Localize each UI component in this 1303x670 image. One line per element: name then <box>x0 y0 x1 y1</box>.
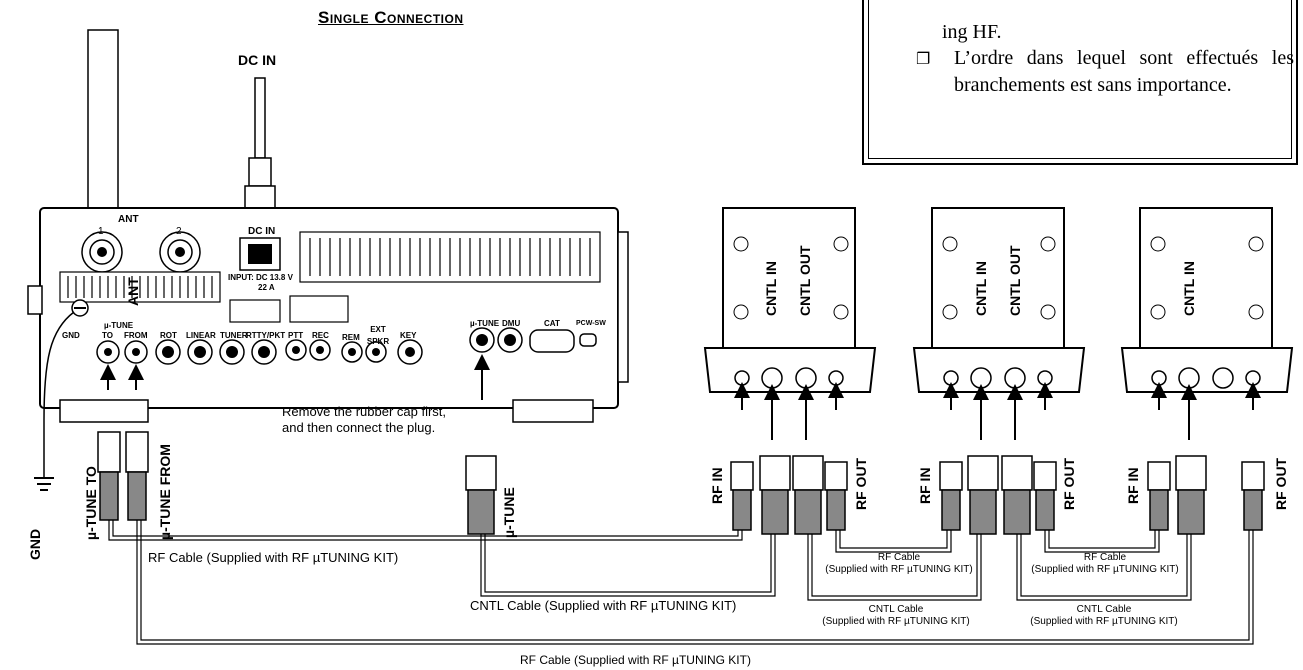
panel-mutune2-label: µ-TUNE <box>470 319 500 328</box>
panel-rec-label: REC <box>312 331 329 340</box>
panel-ant2-label: 2 <box>176 226 182 237</box>
panel-tuner-label: TUNER <box>220 331 248 340</box>
panel-rtty-label: RTTY/PKT <box>246 331 286 340</box>
panel-from-label: FROM <box>124 331 148 340</box>
mu-tune-to-label: µ-TUNE TO <box>83 466 99 540</box>
rubber-cap-note-2: and then connect the plug. <box>282 420 436 435</box>
panel-ptt-label: PTT <box>288 331 304 340</box>
panel-ant1-label: 1 <box>98 226 104 237</box>
ant-label: ANT <box>125 277 141 306</box>
cntl-out-label-1: CNTL OUT <box>797 245 813 316</box>
panel-pcw-label: PCW-SW <box>576 320 606 327</box>
panel-to-label: TO <box>102 331 113 340</box>
mu-tune-from-label: µ-TUNE FROM <box>157 444 173 540</box>
cntl-in-label-2: CNTL IN <box>973 261 989 316</box>
rf-in-label-2: RF IN <box>917 467 933 504</box>
note-bullet-item: ❐ L’ordre dans lequel sont effectués les… <box>916 45 1294 99</box>
note-box-inner <box>868 0 1292 159</box>
rf-cable-caption-a: RF Cable(Supplied with RF µTUNING KIT) <box>825 552 973 575</box>
panel-linear-label: LINEAR <box>186 331 216 340</box>
rf-cable-caption-1: RF Cable (Supplied with RF µTUNING KIT) <box>148 550 399 565</box>
note-bullet-text: L’ordre dans lequel sont effectués les b… <box>954 47 1294 96</box>
rf-in-label-3: RF IN <box>1125 467 1141 504</box>
panel-gnd-label: GND <box>62 331 80 340</box>
rubber-cap-note-1: Remove the rubber cap first, <box>282 404 447 419</box>
rf-cable-caption-bottom: RF Cable (Supplied with RF µTUNING KIT) <box>520 653 751 667</box>
rotated-labels: ANT GND µ-TUNE TO µ-TUNE FROM µ-TUNE RF … <box>27 245 1289 560</box>
rf-out-label-2: RF OUT <box>1061 457 1077 510</box>
dc-in-cable <box>244 77 276 236</box>
ground-wire <box>34 311 75 491</box>
tuner-unit-1 <box>703 207 877 440</box>
cntl-in-label-1: CNTL IN <box>763 261 779 316</box>
panel-cat-label: CAT <box>544 319 560 328</box>
panel-input-label: INPUT: DC 13.8 V <box>228 273 293 282</box>
checkbox-bullet-icon: ❐ <box>916 49 931 68</box>
note-box: ing HF. ❐ L’ordre dans lequel sont effec… <box>862 0 1298 165</box>
panel-ant-label: ANT <box>118 214 139 225</box>
rf-cable-caption-b: RF Cable(Supplied with RF µTUNING KIT) <box>1031 552 1179 575</box>
cntl-cable-caption-b: CNTL Cable(Supplied with RF µTUNING KIT) <box>1030 604 1178 627</box>
dc-in-label: DC IN <box>238 52 277 68</box>
tuner-unit-2 <box>912 207 1086 440</box>
tuner-unit-3 <box>1120 207 1294 440</box>
gnd-label: GND <box>27 529 43 560</box>
connector-plugs <box>97 431 1265 535</box>
cntl-cable-caption-a: CNTL Cable(Supplied with RF µTUNING KIT) <box>822 604 970 627</box>
mu-tune-label: µ-TUNE <box>501 487 517 538</box>
cntl-cable-caption-1: CNTL Cable (Supplied with RF µTUNING KIT… <box>470 598 737 613</box>
rf-out-label-3: RF OUT <box>1273 457 1289 510</box>
panel-amps-label: 22 A <box>258 283 275 292</box>
diagram-title: Single Connection <box>318 8 464 27</box>
panel-key-label: KEY <box>400 331 417 340</box>
rf-in-label-1: RF IN <box>709 467 725 504</box>
transceiver-rear-panel <box>27 207 629 423</box>
cntl-out-label-2: CNTL OUT <box>1007 245 1023 316</box>
note-line-cut: ing HF. <box>942 21 1002 43</box>
cntl-in-label-3: CNTL IN <box>1181 261 1197 316</box>
panel-rem-label: REM <box>342 333 360 342</box>
panel-extspkr-label: EXT SPKR <box>366 325 390 346</box>
rf-out-label-1: RF OUT <box>853 457 869 510</box>
cable-runs <box>108 520 1254 645</box>
panel-rot-label: ROT <box>160 331 177 340</box>
panel-dcin-label: DC IN <box>248 226 276 237</box>
panel-mutune-label: µ-TUNE <box>104 321 134 330</box>
panel-dmu-label: DMU <box>502 319 521 328</box>
